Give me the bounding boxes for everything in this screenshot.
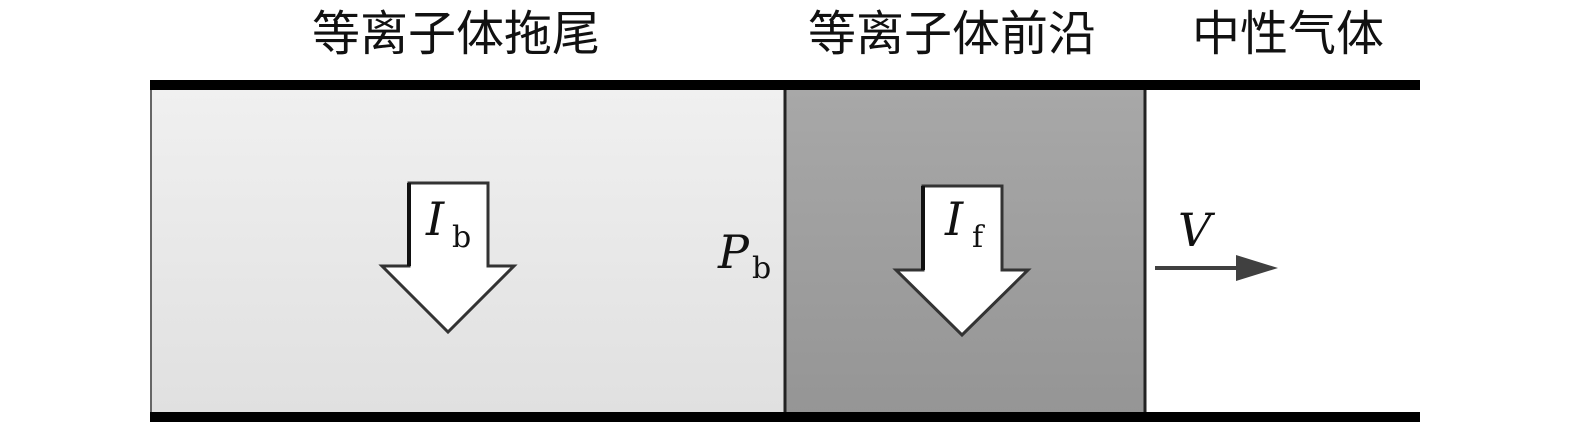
bottom-wall — [150, 412, 1420, 422]
front-current-symbol: I — [944, 192, 964, 246]
tail-current-subscript: b — [452, 220, 471, 255]
tail-current-arrow-icon — [378, 181, 518, 335]
neutral-gas-label: 中性气体 — [1192, 6, 1385, 62]
top-wall — [150, 80, 1420, 90]
neutral-gas-region — [1145, 86, 1420, 416]
plasma-tail-label: 等离子体拖尾 — [312, 6, 601, 62]
front-current-subscript: f — [972, 220, 985, 255]
boundary-position-symbol: P — [717, 225, 750, 279]
front-current-arrow-icon — [892, 184, 1032, 338]
tail-current-symbol: I — [425, 192, 445, 246]
velocity-symbol: V — [1178, 203, 1216, 257]
boundary-position-subscript: b — [752, 251, 771, 286]
velocity-arrow-head-icon — [1236, 255, 1278, 281]
plasma-front-label: 等离子体前沿 — [808, 6, 1097, 62]
